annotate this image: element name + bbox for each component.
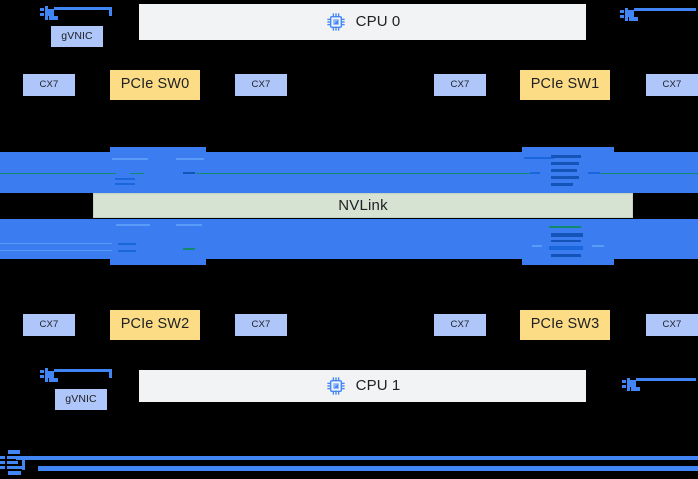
pcie-switch-3[interactable]: PCIe SW3 <box>520 310 610 340</box>
gvnic-label-top-left[interactable]: gVNIC <box>51 26 103 47</box>
pcie-label: PCIe SW0 <box>120 76 190 93</box>
gpu-inner-stroke <box>530 172 540 174</box>
cpu-0-label: CPU 0 <box>355 13 401 31</box>
gpu-band-upper-riser-left <box>110 147 206 193</box>
gvnic-connector-top-left <box>40 6 112 22</box>
nvlink-bar[interactable]: NVLink <box>93 193 633 218</box>
nic-cx7-3[interactable]: CX7 <box>646 74 698 96</box>
gvnic-connector-top-right <box>620 8 696 24</box>
nic-label: CX7 <box>251 79 271 91</box>
chip-icon <box>325 11 347 33</box>
nic-label: CX7 <box>450 319 470 331</box>
nic-label: CX7 <box>450 79 470 91</box>
cpu-0-box[interactable]: CPU 0 <box>139 4 586 40</box>
gvnic-label-text: gVNIC <box>65 392 97 405</box>
chip-icon <box>325 375 347 397</box>
nic-label: CX7 <box>39 79 59 91</box>
gvnic-connector-bottom-right <box>622 378 696 394</box>
pcie-label: PCIe SW3 <box>530 316 600 333</box>
network-fabric-bar <box>16 456 698 460</box>
nic-cx7-1[interactable]: CX7 <box>235 74 287 96</box>
gpu-inner-stroke <box>551 169 577 172</box>
network-switch-icon <box>0 450 40 479</box>
gpu-inner-stroke <box>176 158 204 160</box>
gpu-inner-stroke <box>551 233 583 237</box>
gpu-inner-stroke <box>183 172 195 174</box>
gpu-inner-stroke <box>551 240 581 242</box>
gpu-inner-stroke <box>116 224 150 226</box>
nic-cx7-4[interactable]: CX7 <box>23 314 75 336</box>
cpu-1-label: CPU 1 <box>355 377 401 395</box>
gpu-link-stroke <box>0 250 112 251</box>
gpu-inner-stroke <box>551 176 579 179</box>
gpu-inner-stroke <box>551 155 581 158</box>
gvnic-label-text: gVNIC <box>61 29 93 42</box>
gpu-inner-stroke <box>592 245 604 247</box>
gpu-inner-stroke <box>532 245 542 247</box>
nic-cx7-5[interactable]: CX7 <box>235 314 287 336</box>
nic-cx7-0[interactable]: CX7 <box>23 74 75 96</box>
pcie-switch-1[interactable]: PCIe SW1 <box>520 70 610 100</box>
gpu-inner-stroke <box>549 246 583 250</box>
pcie-switch-2[interactable]: PCIe SW2 <box>110 310 200 340</box>
nic-cx7-2[interactable]: CX7 <box>434 74 486 96</box>
gpu-inner-stroke <box>118 243 136 245</box>
pcie-switch-0[interactable]: PCIe SW0 <box>110 70 200 100</box>
gpu-inner-stroke <box>118 250 136 252</box>
gpu-inner-stroke <box>176 224 202 226</box>
nic-label: CX7 <box>662 319 682 331</box>
gpu-link-stroke <box>130 173 144 174</box>
nic-cx7-6[interactable]: CX7 <box>434 314 486 336</box>
pcie-label: PCIe SW1 <box>530 76 600 93</box>
pcie-label: PCIe SW2 <box>120 316 190 333</box>
gpu-inner-stroke <box>551 162 579 165</box>
gpu-inner-stroke <box>115 178 135 180</box>
nic-label: CX7 <box>251 319 271 331</box>
cpu-1-box[interactable]: CPU 1 <box>139 370 586 402</box>
nic-label: CX7 <box>662 79 682 91</box>
gpu-band-lower-riser-left <box>110 219 206 265</box>
gpu-inner-stroke <box>588 172 600 174</box>
gpu-link-stroke <box>549 226 581 228</box>
gpu-inner-stroke <box>551 254 581 257</box>
gpu-inner-stroke <box>112 158 148 160</box>
gpu-link-stroke <box>596 173 698 174</box>
nic-label: CX7 <box>39 319 59 331</box>
gpu-inner-stroke <box>115 183 135 185</box>
gpu-link-stroke <box>0 243 112 244</box>
gpu-inner-stroke <box>524 157 554 159</box>
gpu-link-stroke <box>183 248 195 250</box>
network-fabric-bar-lower <box>38 466 698 471</box>
nic-cx7-7[interactable]: CX7 <box>646 314 698 336</box>
gpu-link-stroke <box>196 173 536 174</box>
gpu-inner-stroke <box>551 183 573 186</box>
nvlink-label: NVLink <box>338 196 388 214</box>
gvnic-connector-bottom-left <box>40 368 112 384</box>
gvnic-label-bottom-left[interactable]: gVNIC <box>55 389 107 410</box>
gpu-link-stroke <box>0 173 116 174</box>
